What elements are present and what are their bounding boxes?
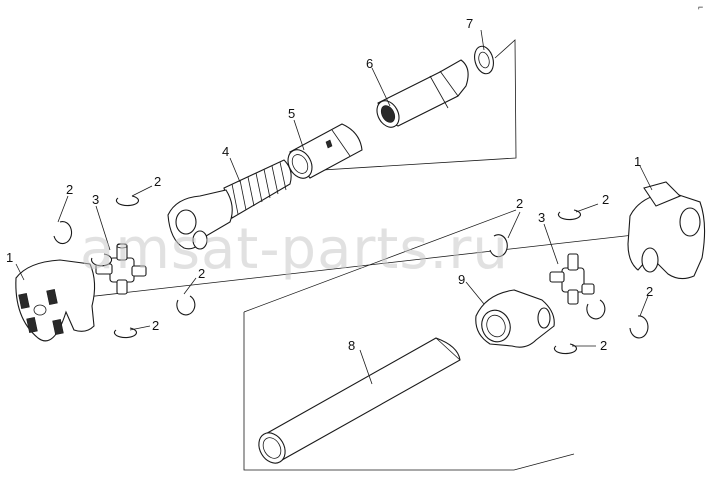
part-8-tube <box>258 337 461 464</box>
callout-2-left-c: 2 <box>198 266 205 281</box>
part-4-splined-yoke <box>167 159 292 250</box>
part-9-weld-yoke <box>475 289 555 348</box>
callout-2-right-d: 2 <box>600 338 607 353</box>
callout-1-left: 1 <box>6 250 13 265</box>
callout-8: 8 <box>348 338 355 353</box>
right-circlips <box>489 209 649 355</box>
callout-3-left: 3 <box>92 192 99 207</box>
callout-4: 4 <box>222 144 229 159</box>
axis-line <box>59 231 661 301</box>
part-3-right-spider <box>549 253 595 305</box>
callout-2-right-b: 2 <box>602 192 609 207</box>
assembly-outline <box>243 39 575 471</box>
callout-2-left-b: 2 <box>154 174 161 189</box>
part-1-left-flange-yoke <box>15 259 96 342</box>
watermark: amsat-parts.ru <box>80 217 509 282</box>
callout-1-right: 1 <box>634 154 641 169</box>
part-3-left-spider <box>95 243 147 295</box>
part-5-sleeve <box>287 123 363 179</box>
corner-mark: ⌐ <box>698 2 703 12</box>
callout-7: 7 <box>466 16 473 31</box>
part-7-washer <box>474 45 494 75</box>
callout-6: 6 <box>366 56 373 71</box>
callout-2-left-a: 2 <box>66 182 73 197</box>
callout-2-left-d: 2 <box>152 318 159 333</box>
callout-3-right: 3 <box>538 210 545 225</box>
part-1-right-flange-yoke <box>627 181 706 280</box>
leader-lines <box>15 29 653 385</box>
callout-5: 5 <box>288 106 295 121</box>
callout-2-right-c: 2 <box>646 284 653 299</box>
callout-2-right-a: 2 <box>516 196 523 211</box>
callout-9: 9 <box>458 272 465 287</box>
part-6-splined-sleeve <box>376 59 469 128</box>
left-circlips <box>53 195 196 339</box>
callouts: 7 6 5 4 2 2 3 1 2 2 8 9 2 3 2 1 2 2 <box>6 16 653 353</box>
